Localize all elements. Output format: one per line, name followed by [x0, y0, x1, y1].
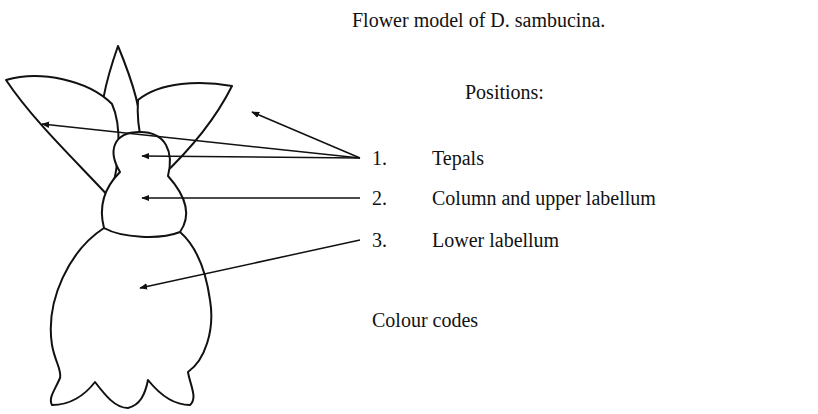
part-name: Lower labellum — [432, 228, 559, 252]
part-name: Tepals — [432, 146, 484, 170]
left-tepal — [6, 76, 119, 198]
section-heading: Positions: — [465, 80, 544, 104]
part-name: Column and upper labellum — [432, 186, 656, 210]
leader-arrow — [142, 197, 360, 199]
figure-title: Flower model of D. sambucina. — [352, 8, 605, 32]
callout-number: 2. — [372, 186, 387, 210]
leader-arrow — [252, 112, 360, 158]
section-heading: Colour codes — [372, 308, 478, 332]
callout-number: 1. — [372, 146, 387, 170]
leader-arrow — [42, 124, 360, 158]
column-upper-labellum — [102, 132, 186, 237]
lower-labellum — [51, 228, 211, 408]
callout-number: 3. — [372, 228, 387, 252]
leader-arrow — [140, 240, 360, 288]
leader-arrow — [142, 156, 360, 158]
